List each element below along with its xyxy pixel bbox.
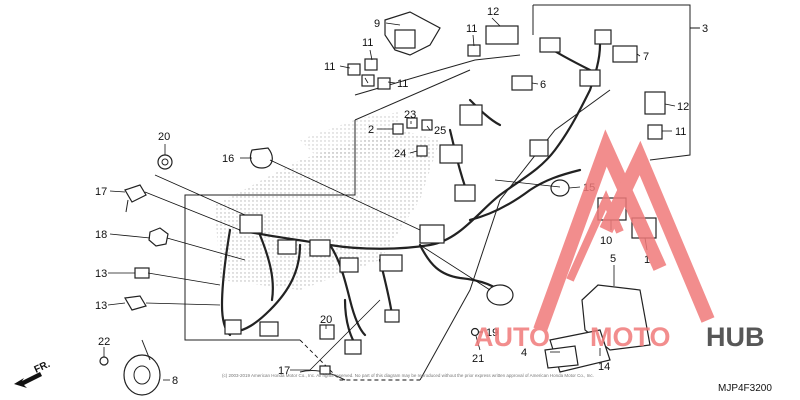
part-17-tie-bottom (299, 365, 346, 381)
callout-5: 5 (610, 253, 616, 265)
watermark-text-hub: HUB (706, 322, 765, 352)
callout-8: 8 (172, 375, 178, 387)
callout-20: 20 (320, 314, 332, 326)
callout-2: 2 (368, 124, 374, 136)
callout-14: 14 (598, 361, 610, 373)
callout-12: 12 (487, 6, 499, 18)
callout-23: 23 (404, 109, 416, 121)
part-13-clips (124, 267, 150, 311)
callout-11: 11 (466, 23, 477, 35)
group-outlines (184, 4, 700, 381)
part-11-relay-socket-right (647, 124, 663, 140)
part-9-relay-bracket (384, 11, 441, 56)
part-2-23-24-25-small-connectors (392, 117, 433, 157)
callout-21: 21 (472, 353, 484, 365)
watermark-logo: AUTO MOTO HUB (474, 129, 765, 352)
part-16-clamp (249, 147, 273, 169)
part-12-relay (485, 25, 666, 115)
front-direction-arrow: FR. (14, 359, 52, 388)
part-6-connector (511, 75, 533, 91)
direction-label: FR. (33, 359, 52, 376)
callout-3: 3 (702, 23, 708, 35)
callout-12: 12 (677, 101, 689, 113)
callout-20: 20 (158, 131, 170, 143)
callout-17: 17 (95, 186, 107, 198)
watermark-text-moto: MOTO (590, 322, 671, 352)
part-11-connectors-group (347, 44, 481, 90)
part-17-clip-left (124, 184, 147, 213)
main-wire-harness (220, 29, 612, 355)
callout-6: 6 (540, 79, 546, 91)
part-19-bolt (470, 327, 480, 337)
callouts: 9 11 11 11 11 11 12 12 3 7 6 2 23 25 24 … (95, 6, 708, 387)
callout-16: 16 (222, 153, 234, 165)
part-20-grommet-top (157, 154, 173, 170)
callout-18: 18 (95, 229, 107, 241)
part-15-clamp (486, 179, 570, 306)
callout-24: 24 (394, 148, 406, 160)
callout-9: 9 (374, 18, 380, 30)
callout-17: 17 (278, 365, 290, 377)
callout-11: 11 (397, 78, 408, 90)
part-18-nut (148, 227, 169, 247)
shaded-frame-area (215, 112, 440, 290)
callout-11: 11 (675, 126, 686, 138)
callout-11: 11 (324, 61, 335, 73)
callout-10: 10 (600, 235, 612, 247)
part-4-bracket (544, 345, 579, 369)
part-8-horn (123, 339, 161, 396)
watermark-text-auto: AUTO (474, 322, 550, 352)
callout-1: 1 (644, 254, 650, 266)
callout-11: 11 (362, 37, 373, 49)
part-20-connector-bottom (319, 324, 335, 340)
callout-25: 25 (434, 125, 446, 137)
callout-7: 7 (643, 51, 649, 63)
callout-13: 13 (95, 300, 107, 312)
part-7-connector (612, 45, 638, 63)
callout-19: 19 (486, 327, 498, 339)
callout-4: 4 (521, 347, 527, 359)
callout-13: 13 (95, 268, 107, 280)
part-22-bolt (99, 356, 109, 366)
copyright-notice: (c) 2003-2019 American Honda Motor Co., … (222, 373, 594, 378)
leader-lines (103, 17, 699, 381)
callout-22: 22 (98, 336, 110, 348)
diagram-code: MJP4F3200 (718, 383, 772, 394)
